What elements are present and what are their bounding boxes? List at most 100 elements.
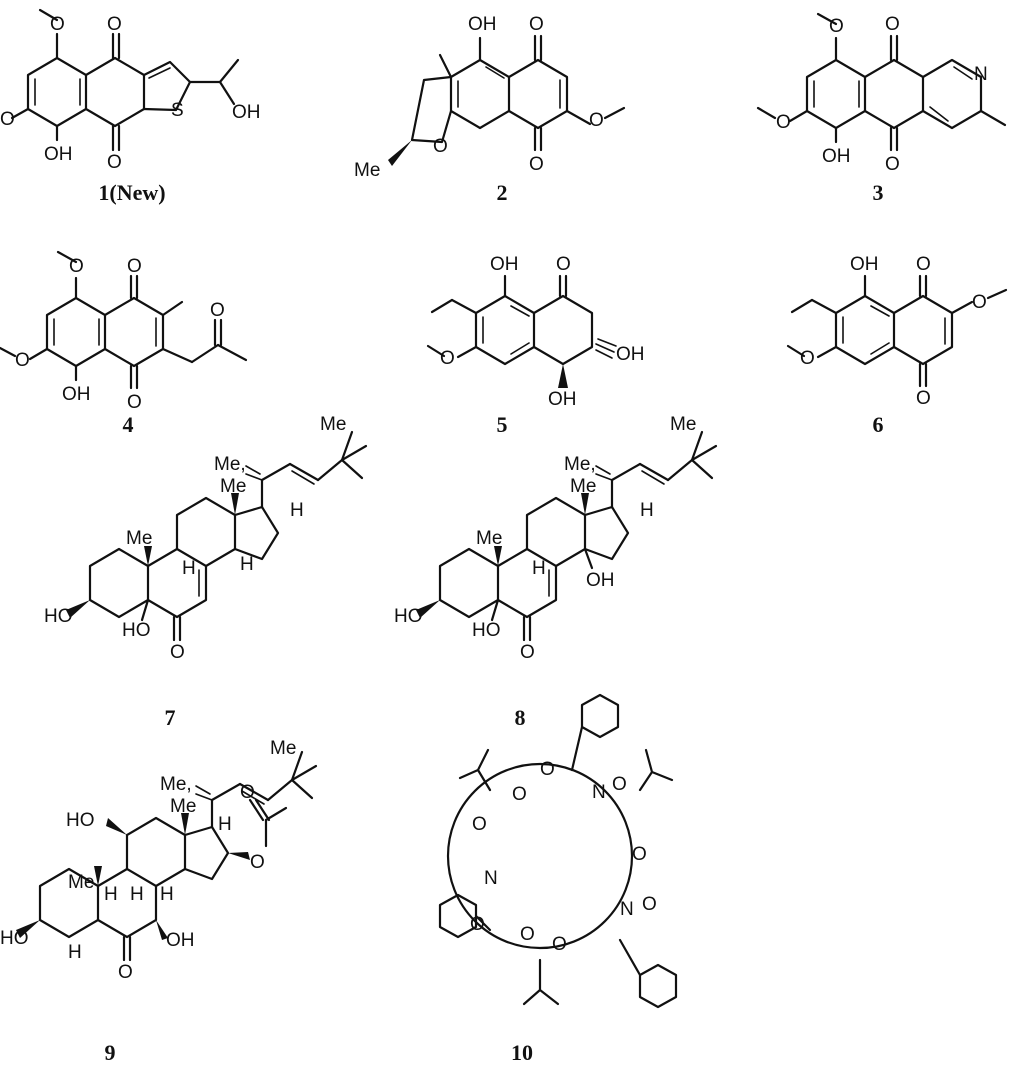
- svg-text:O: O: [916, 254, 931, 275]
- svg-text:Me: Me: [220, 476, 246, 497]
- label-compound-1: 1(New): [98, 180, 165, 205]
- svg-text:O: O: [632, 844, 647, 865]
- label-compound-8: 8: [515, 705, 526, 730]
- svg-text:HO: HO: [66, 810, 95, 831]
- svg-text:O: O: [127, 256, 142, 277]
- svg-text:HO: HO: [0, 928, 29, 949]
- svg-text:OH: OH: [616, 344, 645, 365]
- svg-text:H: H: [160, 884, 174, 905]
- svg-text:O: O: [520, 642, 535, 663]
- svg-text:O: O: [552, 934, 567, 955]
- svg-text:O: O: [529, 14, 544, 35]
- svg-text:O: O: [829, 16, 844, 37]
- svg-text:Me: Me: [170, 796, 196, 817]
- svg-text:O: O: [520, 924, 535, 945]
- svg-text:O: O: [107, 14, 122, 35]
- svg-text:O: O: [800, 348, 815, 369]
- structure-compound-1: O O O O OH S OH: [0, 8, 261, 173]
- label-compound-3: 3: [873, 180, 884, 205]
- structure-compound-10: O N O N O N O O O O O O: [438, 693, 678, 1009]
- svg-text:O: O: [118, 962, 133, 983]
- structure-compound-4: O O O O OH O: [0, 250, 248, 413]
- svg-text:O: O: [170, 642, 185, 663]
- svg-text:Me: Me: [68, 872, 94, 893]
- svg-text:H: H: [532, 558, 546, 579]
- svg-text:OH: OH: [586, 570, 615, 591]
- svg-text:HO: HO: [472, 620, 501, 641]
- svg-text:Me: Me: [270, 738, 296, 759]
- svg-text:O: O: [0, 109, 15, 130]
- svg-text:O: O: [50, 14, 65, 35]
- label-compound-10: 10: [511, 1040, 533, 1065]
- label-compound-7: 7: [165, 705, 176, 730]
- structure-compound-6: OH O O O O: [786, 254, 1008, 409]
- svg-text:H: H: [68, 942, 82, 963]
- svg-text:OH: OH: [822, 146, 851, 167]
- svg-text:O: O: [240, 782, 255, 803]
- structure-compound-8: HO HO O Me Me Me, H H OH Me: [394, 414, 718, 663]
- svg-text:S: S: [171, 100, 184, 121]
- svg-text:O: O: [556, 254, 571, 275]
- svg-text:O: O: [972, 292, 987, 313]
- svg-text:OH: OH: [62, 384, 91, 405]
- svg-text:O: O: [776, 112, 791, 133]
- svg-text:O: O: [250, 852, 265, 873]
- svg-text:OH: OH: [468, 14, 497, 35]
- label-compound-4: 4: [123, 412, 134, 437]
- structure-compound-9: HO O OH HO Me Me Me, H O O Me H H H H: [0, 738, 318, 983]
- svg-text:O: O: [472, 814, 487, 835]
- svg-text:H: H: [240, 554, 254, 575]
- svg-text:O: O: [470, 914, 485, 935]
- svg-text:O: O: [107, 152, 122, 173]
- svg-text:Me,: Me,: [160, 774, 192, 795]
- svg-text:O: O: [512, 784, 527, 805]
- svg-text:OH: OH: [44, 144, 73, 165]
- svg-text:Me: Me: [476, 528, 502, 549]
- svg-text:O: O: [440, 348, 455, 369]
- svg-text:O: O: [612, 774, 627, 795]
- svg-text:HO: HO: [394, 606, 423, 627]
- svg-text:O: O: [127, 392, 142, 413]
- label-compound-6: 6: [873, 412, 884, 437]
- svg-text:OH: OH: [166, 930, 195, 951]
- svg-text:O: O: [885, 14, 900, 35]
- svg-text:O: O: [529, 154, 544, 175]
- svg-text:O: O: [433, 136, 448, 157]
- svg-text:OH: OH: [850, 254, 879, 275]
- svg-text:H: H: [104, 884, 118, 905]
- svg-text:HO: HO: [44, 606, 73, 627]
- svg-text:O: O: [642, 894, 657, 915]
- svg-text:H: H: [290, 500, 304, 521]
- svg-text:O: O: [916, 388, 931, 409]
- svg-text:OH: OH: [232, 102, 261, 123]
- structure-compound-2: OH O O O O Me: [354, 14, 626, 181]
- svg-text:O: O: [210, 300, 225, 321]
- svg-text:Me: Me: [320, 414, 346, 435]
- svg-text:O: O: [589, 110, 604, 131]
- svg-text:O: O: [15, 350, 30, 371]
- svg-text:Me: Me: [354, 160, 380, 181]
- svg-text:O: O: [885, 154, 900, 175]
- label-compound-9: 9: [105, 1040, 116, 1065]
- label-compound-2: 2: [497, 180, 508, 205]
- svg-text:Me: Me: [570, 476, 596, 497]
- svg-text:Me,: Me,: [564, 454, 596, 475]
- svg-text:O: O: [540, 759, 555, 780]
- svg-text:Me: Me: [126, 528, 152, 549]
- svg-text:N: N: [974, 64, 988, 85]
- svg-text:N: N: [620, 899, 634, 920]
- svg-text:H: H: [640, 500, 654, 521]
- svg-text:N: N: [592, 782, 606, 803]
- svg-text:N: N: [484, 868, 498, 889]
- svg-text:OH: OH: [490, 254, 519, 275]
- svg-text:OH: OH: [548, 389, 577, 410]
- svg-text:O: O: [69, 256, 84, 277]
- svg-text:H: H: [130, 884, 144, 905]
- svg-text:H: H: [182, 558, 196, 579]
- structure-compound-5: OH O O OH OH: [426, 254, 645, 410]
- svg-text:Me: Me: [670, 414, 696, 435]
- structure-compound-7: HO HO O Me Me Me, H H H Me: [44, 414, 368, 663]
- svg-text:Me,: Me,: [214, 454, 246, 475]
